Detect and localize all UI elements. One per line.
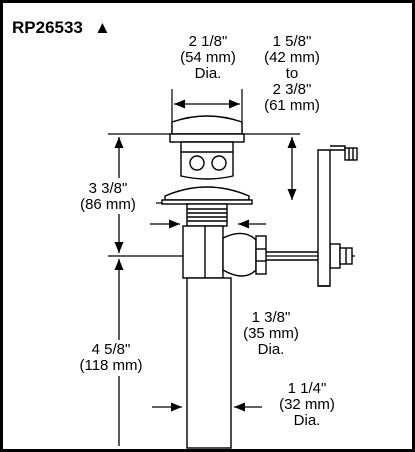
pivot-rod-assembly	[266, 145, 358, 287]
cap-width-label: 2 1/8" (54 mm) Dia.	[180, 33, 236, 82]
adjust-min-mm: (42 mm)	[264, 49, 320, 66]
tee-body	[182, 225, 224, 279]
model-number: RP26533	[12, 18, 83, 37]
model-triangle-mark: ▲	[94, 18, 111, 37]
tail-diameter-mm: (32 mm)	[279, 396, 335, 413]
rod-nut	[329, 243, 341, 269]
body-height-label: 3 3/8" (86 mm)	[70, 178, 156, 214]
neck-diameter-inch: 1 3/8"	[252, 309, 291, 326]
tailpiece	[186, 277, 232, 449]
drain-cap	[171, 115, 243, 135]
threaded-shank	[186, 203, 228, 227]
adjust-max-mm: (61 mm)	[264, 97, 320, 114]
adjust-to: to	[286, 65, 299, 82]
body-height-mm: (86 mm)	[80, 196, 136, 213]
tail-diameter-inch: 1 1/4"	[288, 380, 327, 397]
overflow-hole-right	[211, 155, 227, 171]
drain-flange	[164, 186, 250, 201]
neck-diameter-dia: Dia.	[258, 341, 285, 358]
cap-width-inch: 2 1/8"	[189, 33, 228, 50]
strap-screw	[344, 147, 358, 161]
adjust-min-inch: 1 5/8"	[273, 33, 312, 50]
tail-diameter-dia: Dia.	[294, 412, 321, 429]
neck-diameter-mm: (35 mm)	[243, 325, 299, 342]
overflow-hole-left	[189, 155, 205, 171]
tailpiece-length-inch: 4 5/8"	[92, 341, 131, 358]
lift-strap	[317, 149, 331, 287]
drain-assembly	[161, 115, 267, 449]
cap-rim	[169, 133, 245, 143]
tail-diameter-label: 1 1/4" (32 mm) Dia.	[279, 380, 335, 429]
neck-diameter-label: 1 3/8" (35 mm) Dia.	[243, 309, 299, 358]
cap-width-dia: Dia.	[195, 65, 222, 82]
outlet-nut	[255, 235, 267, 275]
tailpiece-length-mm: (118 mm)	[79, 357, 142, 374]
cap-width-mm: (54 mm)	[180, 49, 236, 66]
adjust-range-label: 1 5/8" (42 mm) to 2 3/8" (61 mm)	[264, 33, 320, 114]
adjust-max-inch: 2 3/8"	[273, 81, 312, 98]
tailpiece-length-label: 4 5/8" (118 mm)	[70, 340, 156, 376]
body-height-inch: 3 3/8"	[89, 180, 128, 197]
side-outlet	[222, 232, 257, 277]
